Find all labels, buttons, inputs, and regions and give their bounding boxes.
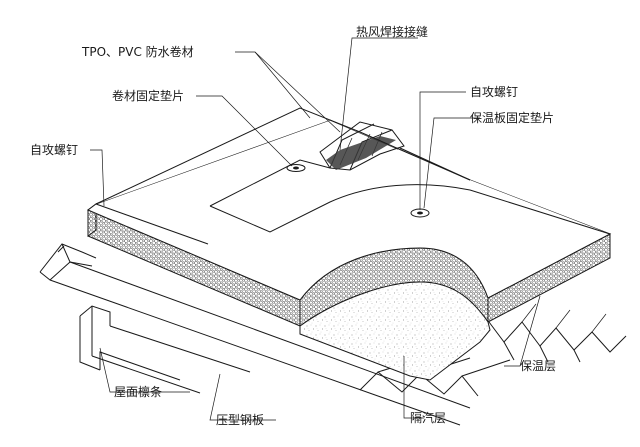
purlin (79, 305, 251, 394)
steel-deck (39, 243, 627, 426)
label-hot-air-weld: 热风焊接接缝 (356, 24, 428, 39)
label-purlin: 屋面檩条 (114, 384, 162, 399)
leader-lines (90, 37, 541, 421)
membrane-fixing-plate (286, 164, 306, 172)
insulation-top-surface (87, 119, 612, 301)
label-vapor-barrier: 隔汽层 (410, 410, 446, 425)
label-insulation-layer: 保温层 (520, 359, 556, 373)
label-self-tapping-screw-left: 自攻螺钉 (30, 143, 78, 157)
label-steel-deck: 压型钢板 (216, 413, 264, 427)
tpo-membrane (95, 107, 611, 245)
labels: TPO、PVC 防水卷材 热风焊接接缝 卷材固定垫片 自攻螺钉 保温板固定垫片 … (30, 24, 556, 427)
label-tpo-pvc-membrane: TPO、PVC 防水卷材 (81, 44, 194, 59)
insulation-fixing-plate (410, 208, 430, 218)
vapor-barrier (299, 281, 491, 381)
label-membrane-plate: 卷材固定垫片 (112, 88, 184, 103)
label-self-tapping-screw-right: 自攻螺钉 (470, 85, 518, 99)
label-insulation-plate: 保温板固定垫片 (470, 110, 554, 125)
